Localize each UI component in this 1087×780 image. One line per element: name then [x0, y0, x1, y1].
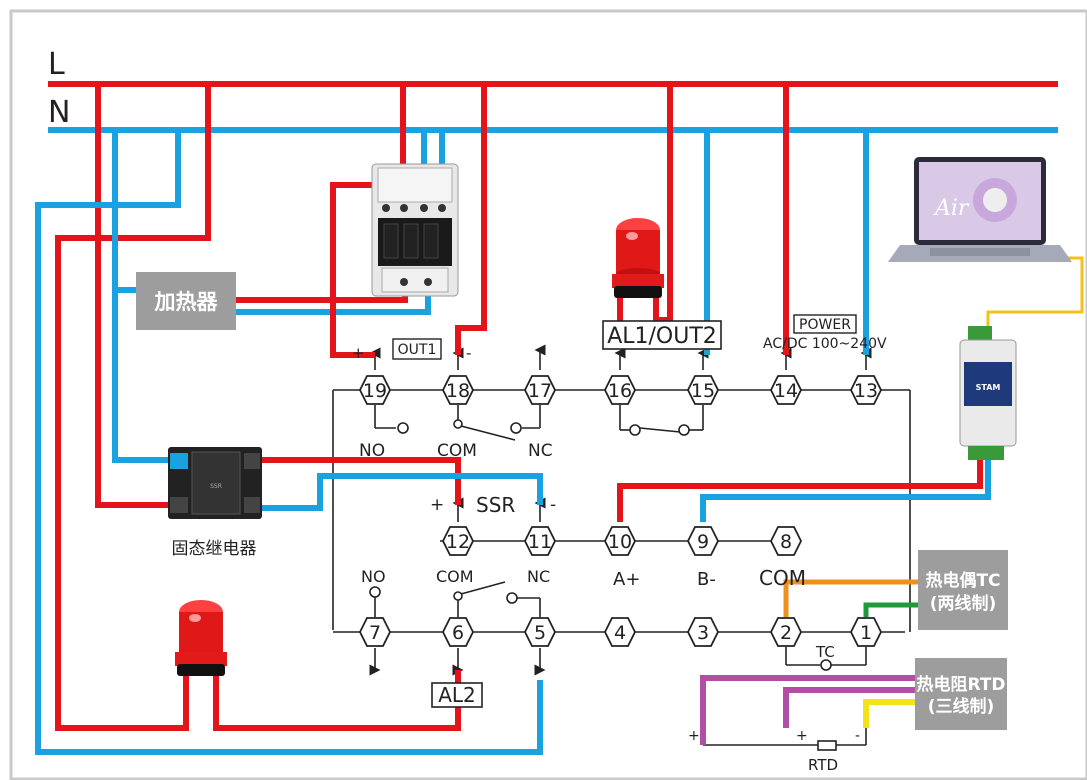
svg-text:16: 16: [608, 380, 632, 402]
rtd-box: 热电阻RTD (三线制): [915, 658, 1007, 730]
live-line-label: L: [48, 47, 65, 82]
thermocouple-box: 热电偶TC (两线制): [918, 550, 1008, 630]
svg-text:-: -: [550, 495, 556, 515]
frame: [9, 9, 1087, 780]
svg-text:NO: NO: [361, 567, 386, 586]
svg-text:(两线制): (两线制): [930, 593, 997, 614]
svg-text:15: 15: [691, 380, 715, 402]
terminals: 19 18 17 16 15 14 13 12 11 10 9 8 7 6 5 …: [358, 375, 883, 647]
svg-text:A+: A+: [613, 569, 640, 590]
laptop-icon: Air: [888, 157, 1072, 262]
out1-label: OUT1: [398, 342, 437, 358]
heater-box: 加热器: [136, 272, 236, 330]
terminal-4: 4: [603, 617, 637, 647]
ssr-relay-label: 固态继电器: [172, 539, 257, 559]
terminal-6: 6: [441, 617, 475, 647]
svg-text:+: +: [430, 495, 444, 515]
terminal-1: 1: [849, 617, 883, 647]
svg-text:4: 4: [614, 622, 626, 644]
svg-text:COM: COM: [436, 567, 474, 586]
wires: [35, 84, 1084, 755]
alarm-lamp-icon: [175, 600, 227, 676]
svg-text:19: 19: [363, 380, 387, 402]
terminal-17: 17: [523, 375, 557, 405]
svg-text:Air: Air: [933, 196, 970, 221]
svg-text:加热器: 加热器: [154, 290, 219, 314]
svg-text:5: 5: [534, 622, 546, 644]
terminal-11: 11: [523, 526, 557, 556]
svg-text:B-: B-: [697, 569, 716, 590]
svg-text:14: 14: [774, 380, 798, 402]
terminal-18: 18: [441, 375, 475, 405]
terminal-16: 16: [603, 375, 637, 405]
power-label: POWER: [799, 317, 851, 333]
svg-text:(三线制): (三线制): [928, 696, 995, 717]
svg-text:11: 11: [528, 531, 552, 553]
svg-text:9: 9: [697, 531, 709, 553]
ssr-label: SSR: [476, 493, 515, 517]
al2-label: AL2: [438, 683, 476, 707]
svg-text:17: 17: [528, 380, 552, 402]
svg-text:18: 18: [446, 380, 470, 402]
svg-text:COM: COM: [759, 566, 806, 590]
al1-out2-label: AL1/OUT2: [607, 324, 717, 349]
svg-text:NC: NC: [527, 567, 550, 586]
svg-text:6: 6: [452, 622, 464, 644]
terminal-7: 7: [358, 617, 392, 647]
terminal-12: 12: [441, 526, 475, 556]
terminal-2: 2: [769, 617, 803, 647]
svg-text:NO: NO: [359, 441, 385, 461]
svg-text:RTD: RTD: [808, 756, 838, 774]
svg-text:-: -: [466, 344, 471, 362]
ssr-module-icon: SSR: [168, 447, 262, 519]
terminal-5: 5: [523, 617, 557, 647]
svg-text:COM: COM: [437, 441, 477, 461]
terminal-9: 9: [686, 526, 720, 556]
svg-text:2: 2: [780, 622, 792, 644]
labels: + OUT1 - AL1/OUT2 POWER AC/DC 100~240V N…: [352, 314, 887, 774]
terminal-15: 15: [686, 375, 720, 405]
svg-text:10: 10: [608, 531, 632, 553]
terminal-19: 19: [358, 375, 392, 405]
terminal-10: 10: [603, 526, 637, 556]
terminal-14: 14: [769, 375, 803, 405]
svg-text:3: 3: [697, 622, 709, 644]
terminal-13: 13: [849, 375, 883, 405]
svg-text:热电阻RTD: 热电阻RTD: [916, 674, 1005, 695]
terminal-3: 3: [686, 617, 720, 647]
svg-text:+: +: [688, 728, 700, 744]
neutral-line-label: N: [48, 95, 70, 130]
svg-text:STAM: STAM: [976, 383, 1001, 392]
svg-text:热电偶TC: 热电偶TC: [925, 570, 1000, 591]
svg-text:12: 12: [446, 531, 470, 553]
power-spec-label: AC/DC 100~240V: [763, 336, 887, 352]
svg-text:-: -: [855, 728, 860, 744]
contactor-icon: [371, 163, 459, 297]
svg-text:NC: NC: [528, 441, 553, 461]
svg-text:8: 8: [780, 531, 792, 553]
svg-text:SSR: SSR: [210, 483, 222, 490]
svg-text:TC: TC: [815, 643, 835, 661]
svg-text:13: 13: [854, 380, 878, 402]
svg-text:+: +: [796, 728, 808, 744]
svg-text:1: 1: [860, 622, 872, 644]
svg-text:+: +: [352, 344, 365, 362]
terminal-8: 8: [769, 526, 803, 556]
rs485-converter-icon: STAM: [959, 326, 1017, 460]
svg-text:7: 7: [369, 622, 381, 644]
alarm-lamp-icon: [612, 218, 664, 298]
